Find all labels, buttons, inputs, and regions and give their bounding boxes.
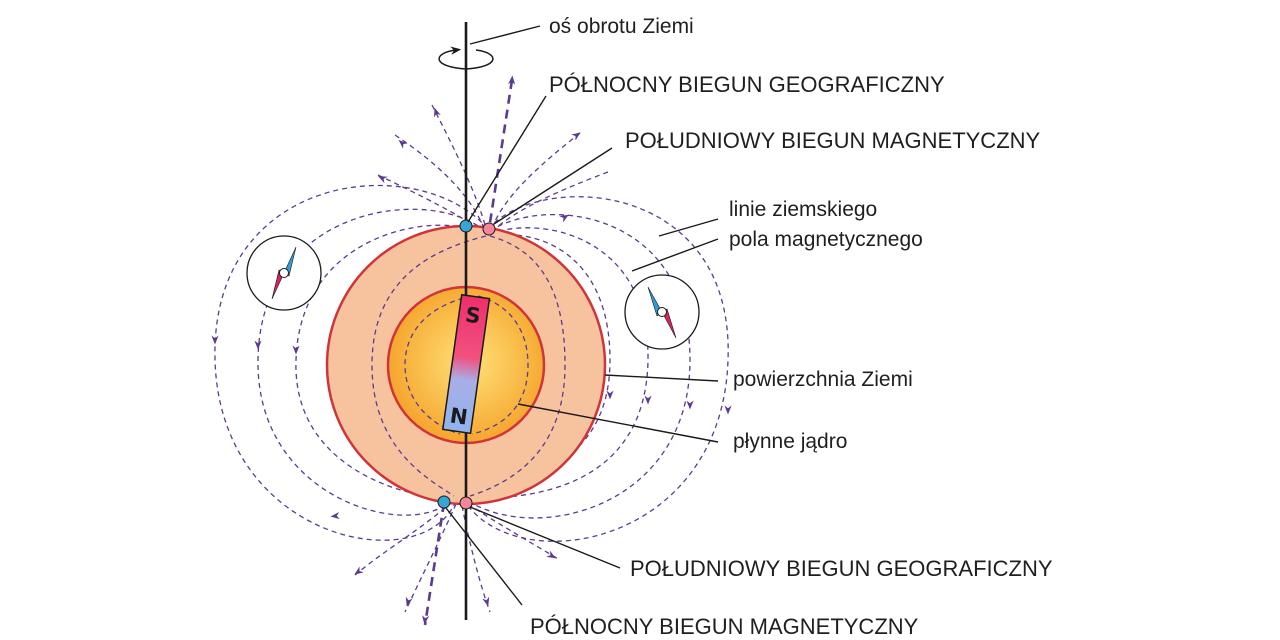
leader-core	[517, 403, 719, 443]
arrow-right-top	[559, 214, 569, 223]
magnetic-axis-bottom	[423, 502, 446, 626]
compass-left	[246, 235, 322, 311]
core-line-left	[404, 295, 473, 435]
arrow-bottom-2	[482, 595, 490, 607]
south-geographic-pole-dot	[459, 496, 473, 510]
field-line-bottom-3	[354, 501, 453, 576]
field-line-bottom-1	[404, 503, 457, 613]
labels: oś obrotu Ziemi PÓŁNOCNY BIEGUN GEOGRAFI…	[530, 15, 1053, 639]
arrow-top-1	[398, 140, 410, 150]
field-lines-core	[404, 295, 529, 435]
leader-lines	[445, 25, 719, 606]
south-magnetic-pole-dot	[482, 222, 496, 236]
core-line-right	[471, 295, 529, 435]
label-rotation-axis: oś obrotu Ziemi	[549, 15, 694, 38]
label-north-magnetic-pole: PÓŁNOCNY BIEGUN MAGNETYCZNY	[530, 614, 919, 639]
field-line-top-3	[491, 132, 581, 229]
label-liquid-core: płynne jądro	[733, 430, 847, 453]
field-line-left-1	[214, 184, 489, 541]
rotation-arrow-icon	[438, 46, 494, 70]
label-south-magnetic-pole: POŁUDNIOWY BIEGUN MAGNETYCZNY	[625, 128, 1041, 153]
leader-south-geo	[469, 506, 621, 569]
north-magnetic-pole-dot	[437, 495, 451, 509]
leader-north-mag	[445, 507, 523, 606]
magnet-top-pole: S	[464, 303, 482, 329]
magnetic-axis-top	[487, 79, 514, 230]
label-south-geographic-pole: POŁUDNIOWY BIEGUN GEOGRAFICZNY	[630, 556, 1053, 581]
leader-south-mag	[493, 147, 613, 225]
field-line-top-4	[493, 171, 609, 231]
arrow-bottom-1	[405, 595, 413, 607]
field-line-left-3	[295, 224, 485, 499]
leader-field-lines-2	[631, 238, 719, 272]
leader-north-geo	[467, 95, 547, 223]
field-line-right-4	[469, 234, 611, 497]
magnet-bottom-pole: N	[448, 403, 469, 429]
bar-magnet-icon: S N	[441, 293, 491, 435]
field-line-right-1	[465, 196, 729, 542]
compass-pivot	[279, 268, 289, 278]
bar-magnet	[441, 293, 491, 435]
leader-field-lines-1	[658, 218, 719, 237]
field-line-top-1	[394, 134, 485, 229]
leader-surface	[604, 374, 719, 382]
label-earth-surface: powierzchnia Ziemi	[733, 368, 913, 391]
compass-pivot	[657, 307, 667, 317]
label-field-lines-line2: pola magnetycznego	[729, 228, 923, 251]
inner-line-right-1	[469, 235, 566, 497]
arrow-left-bottom	[330, 511, 345, 520]
compass-right	[624, 274, 700, 350]
leader-rotation-axis	[469, 25, 541, 45]
field-line-left-2	[257, 208, 486, 516]
field-line-top-2	[431, 104, 487, 229]
label-field-lines-line1: linie ziemskiego	[729, 198, 877, 221]
label-north-geographic-pole: PÓŁNOCNY BIEGUN GEOGRAFICZNY	[549, 72, 945, 97]
field-lines-inner	[371, 235, 566, 497]
north-geographic-pole-dot	[459, 219, 473, 233]
